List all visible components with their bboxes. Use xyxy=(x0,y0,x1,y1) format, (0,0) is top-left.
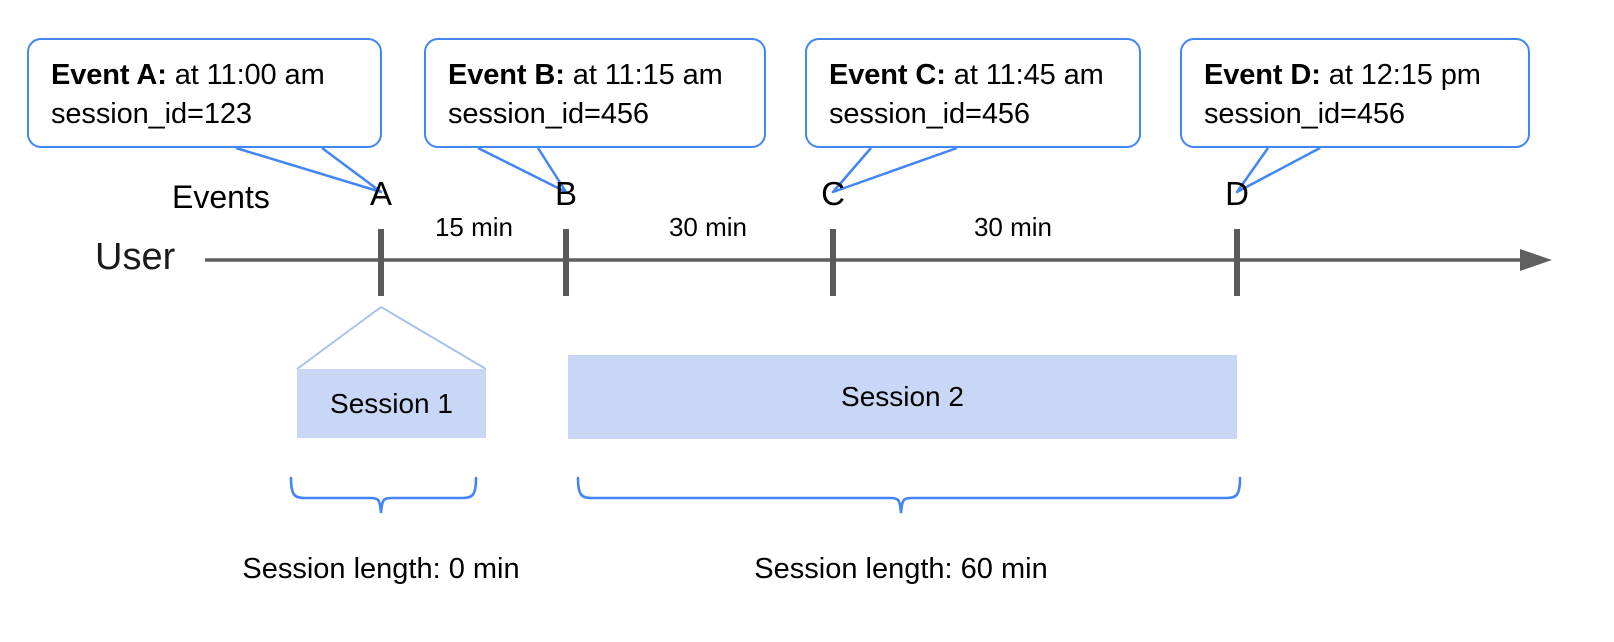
callout-event-c: Event C: at 11:45 am session_id=456 xyxy=(805,38,1141,148)
event-letter-d: D xyxy=(1225,175,1249,212)
callout-tail-c xyxy=(831,146,958,194)
callout-tail-b xyxy=(477,146,568,194)
event-letter-b: B xyxy=(554,175,578,212)
callout-event-b-title: Event B: xyxy=(448,59,565,91)
interval-label-b-c: 30 min xyxy=(668,212,748,242)
session-1-connector-right xyxy=(380,306,487,370)
events-row-label: Events xyxy=(172,179,270,215)
callout-event-d-title: Event D: xyxy=(1204,59,1321,91)
callout-event-d-time: at 12:15 pm xyxy=(1320,59,1481,91)
interval-label-c-d: 30 min xyxy=(973,212,1053,242)
brace-session-1 xyxy=(289,476,478,514)
session-block-1-label: Session 1 xyxy=(330,387,453,419)
interval-label-a-b: 15 min xyxy=(434,212,514,242)
callout-event-b-session: session_id=456 xyxy=(448,98,649,131)
callout-event-d: Event D: at 12:15 pm session_id=456 xyxy=(1180,38,1530,148)
axis-arrowhead xyxy=(1520,249,1552,271)
session-block-1: Session 1 xyxy=(297,369,486,438)
session-1-connector xyxy=(296,306,487,370)
callout-tails xyxy=(235,146,1321,194)
callout-event-b: Event B: at 11:15 am session_id=456 xyxy=(424,38,766,148)
session-length-2: Session length: 60 min xyxy=(754,553,1048,585)
session-length-1: Session length: 0 min xyxy=(242,553,520,585)
callout-event-a: Event A: at 11:00 am session_id=123 xyxy=(27,38,382,148)
callout-event-a-title: Event A: xyxy=(51,59,167,91)
callout-event-c-time: at 11:45 am xyxy=(945,59,1104,91)
callout-event-c-session: session_id=456 xyxy=(829,98,1030,131)
brace-session-2 xyxy=(576,476,1242,514)
callout-event-a-time: at 11:00 am xyxy=(166,59,325,91)
callout-event-c-title: Event C: xyxy=(829,59,946,91)
callout-event-b-time: at 11:15 am xyxy=(564,59,723,91)
event-letter-c: C xyxy=(821,175,845,212)
session-block-2: Session 2 xyxy=(568,355,1237,439)
session-block-2-label: Session 2 xyxy=(841,381,964,412)
callout-event-a-session: session_id=123 xyxy=(51,98,252,131)
session-1-connector-left xyxy=(296,306,382,370)
callout-event-d-session: session_id=456 xyxy=(1204,98,1405,131)
event-letter-a: A xyxy=(369,175,393,212)
timeline-axis xyxy=(205,249,1552,271)
user-row-label: User xyxy=(95,236,176,278)
callout-tail-d xyxy=(1235,146,1321,194)
